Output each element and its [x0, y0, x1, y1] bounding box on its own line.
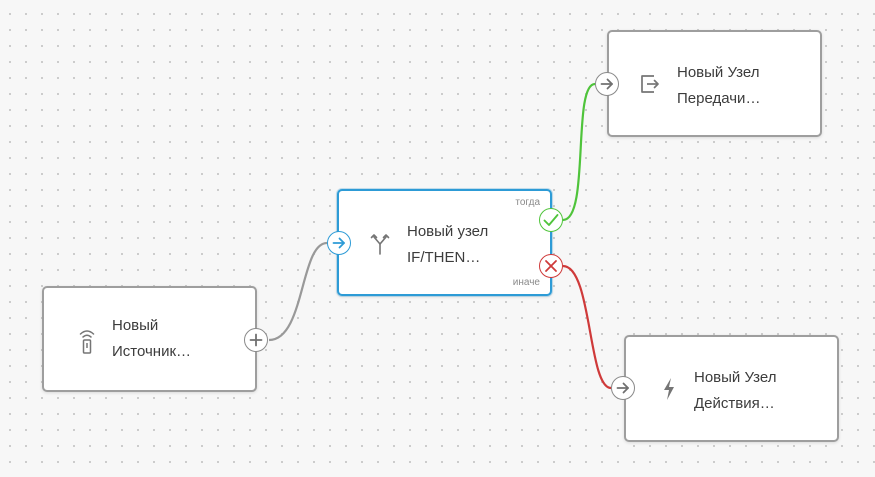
node-transfer-label: Новый Узел Передачи…: [677, 64, 761, 107]
else-port-label: иначе: [512, 277, 540, 288]
arrow-right-icon: [616, 382, 629, 394]
branch-fork-icon: [369, 231, 391, 257]
then-port-label: тогда: [515, 197, 540, 208]
arrow-right-icon: [600, 78, 613, 90]
ifthen-then-port[interactable]: [539, 208, 563, 232]
remote-sensor-icon: [76, 328, 98, 354]
node-transfer[interactable]: Новый Узел Передачи…: [607, 30, 822, 137]
edge-else-to-action: [562, 264, 612, 390]
node-ifthen-label: Новый узел IF/THEN…: [407, 223, 489, 266]
ifthen-else-port[interactable]: [539, 254, 563, 278]
node-source[interactable]: Новый Источник…: [42, 286, 257, 392]
node-source-label: Новый Источник…: [112, 317, 192, 360]
node-ifthen[interactable]: тогда Новый узел IF/THEN… иначе: [337, 189, 552, 296]
lightning-icon: [658, 376, 680, 402]
close-icon: [545, 260, 557, 272]
action-input-port[interactable]: [611, 376, 635, 400]
transfer-input-port[interactable]: [595, 72, 619, 96]
node-action[interactable]: Новый Узел Действия…: [624, 335, 839, 442]
edge-source-to-ifthen: [268, 241, 328, 342]
plus-icon: [249, 333, 263, 347]
arrow-right-icon: [332, 237, 345, 249]
ifthen-input-port[interactable]: [327, 231, 351, 255]
node-action-label: Новый Узел Действия…: [694, 369, 777, 412]
source-output-port[interactable]: [244, 328, 268, 352]
edge-then-to-transfer: [562, 82, 596, 222]
checkmark-icon: [543, 214, 559, 226]
export-arrow-icon: [639, 71, 661, 97]
